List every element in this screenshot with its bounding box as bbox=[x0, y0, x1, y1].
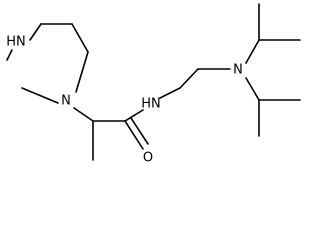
bond-ring-6 bbox=[6, 49, 13, 61]
atom-label-n-ring: N bbox=[61, 94, 71, 109]
atom-label-hn-ring: HN bbox=[6, 35, 26, 50]
bond-nh-ch2 bbox=[159, 87, 181, 99]
bond-ring-5 bbox=[21, 87, 59, 104]
chemical-structure: HN N HN O N bbox=[6, 3, 301, 166]
bond-n-ch-bottom bbox=[245, 77, 260, 101]
atom-label-o-carbonyl: O bbox=[143, 151, 153, 166]
atom-label-nh-amide: HN bbox=[141, 97, 161, 112]
bond-ring-3 bbox=[71, 23, 89, 53]
bond-ring-1 bbox=[29, 23, 42, 41]
bond-carbonyl-o-1 bbox=[124, 120, 144, 150]
piperazine-ring bbox=[6, 23, 89, 104]
bond-ch2-ch2 bbox=[179, 68, 199, 89]
bond-n-ring-alpha bbox=[73, 107, 94, 122]
bond-n-ch-top bbox=[245, 39, 260, 64]
bond-ring-4 bbox=[75, 51, 89, 93]
bond-carbonyl-o-2 bbox=[130, 117, 149, 145]
isopropyl-groups bbox=[245, 3, 301, 137]
backbone bbox=[73, 68, 231, 161]
atom-label-n-amine: N bbox=[233, 63, 243, 78]
bond-carbonyl-nh bbox=[124, 109, 144, 122]
